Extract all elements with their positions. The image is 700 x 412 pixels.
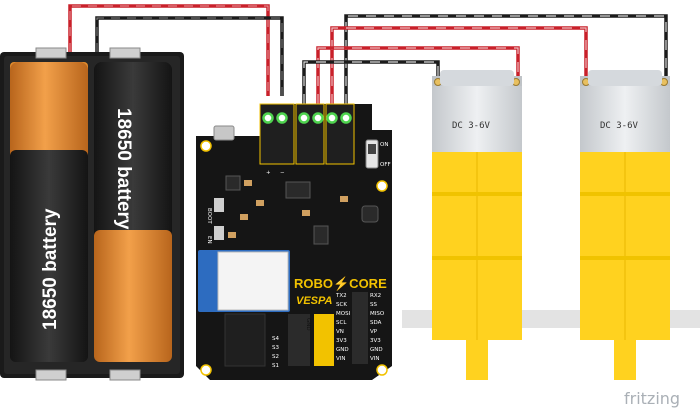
svg-text:SCK: SCK (336, 302, 347, 308)
battery-cell-right: 18650 battery (94, 62, 172, 362)
header-pins (224, 292, 368, 367)
gnd-marker: GND (305, 318, 311, 331)
battery-wires (68, 4, 284, 96)
svg-text:S4: S4 (272, 336, 279, 342)
svg-text:MOSI: MOSI (336, 311, 351, 317)
battery-black-wire (95, 16, 284, 96)
terminal-plus-label: + (266, 170, 271, 176)
esp32-module (198, 250, 290, 312)
battery-cell-left: 18650 battery (10, 62, 88, 362)
svg-text:VIN: VIN (370, 356, 380, 362)
svg-text:SDA: SDA (370, 320, 382, 326)
svg-text:VP: VP (370, 329, 378, 335)
motor-terminals (295, 103, 355, 165)
svg-text:3V3: 3V3 (336, 338, 347, 344)
power-switch: ON OFF (365, 139, 391, 169)
switch-on-label: ON (380, 142, 388, 148)
motor-left-black-wire (302, 60, 440, 104)
svg-text:VIN: VIN (336, 356, 346, 362)
power-terminal: + − (259, 103, 295, 176)
motor-right-label: DC 3-6V (600, 121, 639, 131)
svg-text:3V3: 3V3 (370, 338, 381, 344)
fritzing-watermark: fritzing (624, 389, 680, 408)
usb-connector (213, 125, 235, 141)
vespa-board: + − ON OFF BOOT EN (196, 103, 392, 380)
svg-text:GND: GND (370, 347, 383, 353)
svg-text:SCL: SCL (336, 320, 347, 326)
board-model: VESPA (296, 295, 333, 307)
svg-text:SS: SS (370, 302, 377, 308)
battery-holder: 18650 battery 18650 battery (0, 47, 184, 381)
svg-text:S2: S2 (272, 354, 279, 360)
battery-label-left: 18650 battery (40, 208, 61, 330)
terminal-minus-label: − (280, 170, 285, 176)
en-label: EN (206, 236, 212, 244)
boot-label: BOOT (206, 208, 212, 224)
motor-right: DC 3-6V (580, 70, 670, 380)
battery-label-right: 18650 battery (113, 108, 134, 230)
svg-text:S3: S3 (272, 345, 279, 351)
pin-labels-left: TX2 SCK MOSI SCL VN 3V3 GND VIN (335, 293, 351, 362)
motor-wires (302, 14, 668, 104)
motor-left-label: DC 3-6V (452, 121, 491, 131)
svg-text:RX2: RX2 (370, 293, 381, 299)
svg-text:S1: S1 (272, 363, 279, 369)
switch-off-label: OFF (380, 162, 391, 168)
servo-labels: S4 S3 S2 S1 (272, 336, 279, 369)
motor-left: DC 3-6V (432, 70, 522, 380)
pin-labels-right: RX2 SS MISO SDA VP 3V3 GND VIN (370, 293, 385, 362)
svg-text:MISO: MISO (370, 311, 385, 317)
svg-text:TX2: TX2 (335, 293, 347, 299)
brand-logo: ROBO⚡CORE (294, 276, 387, 292)
svg-text:VN: VN (336, 329, 344, 335)
svg-text:GND: GND (336, 347, 349, 353)
